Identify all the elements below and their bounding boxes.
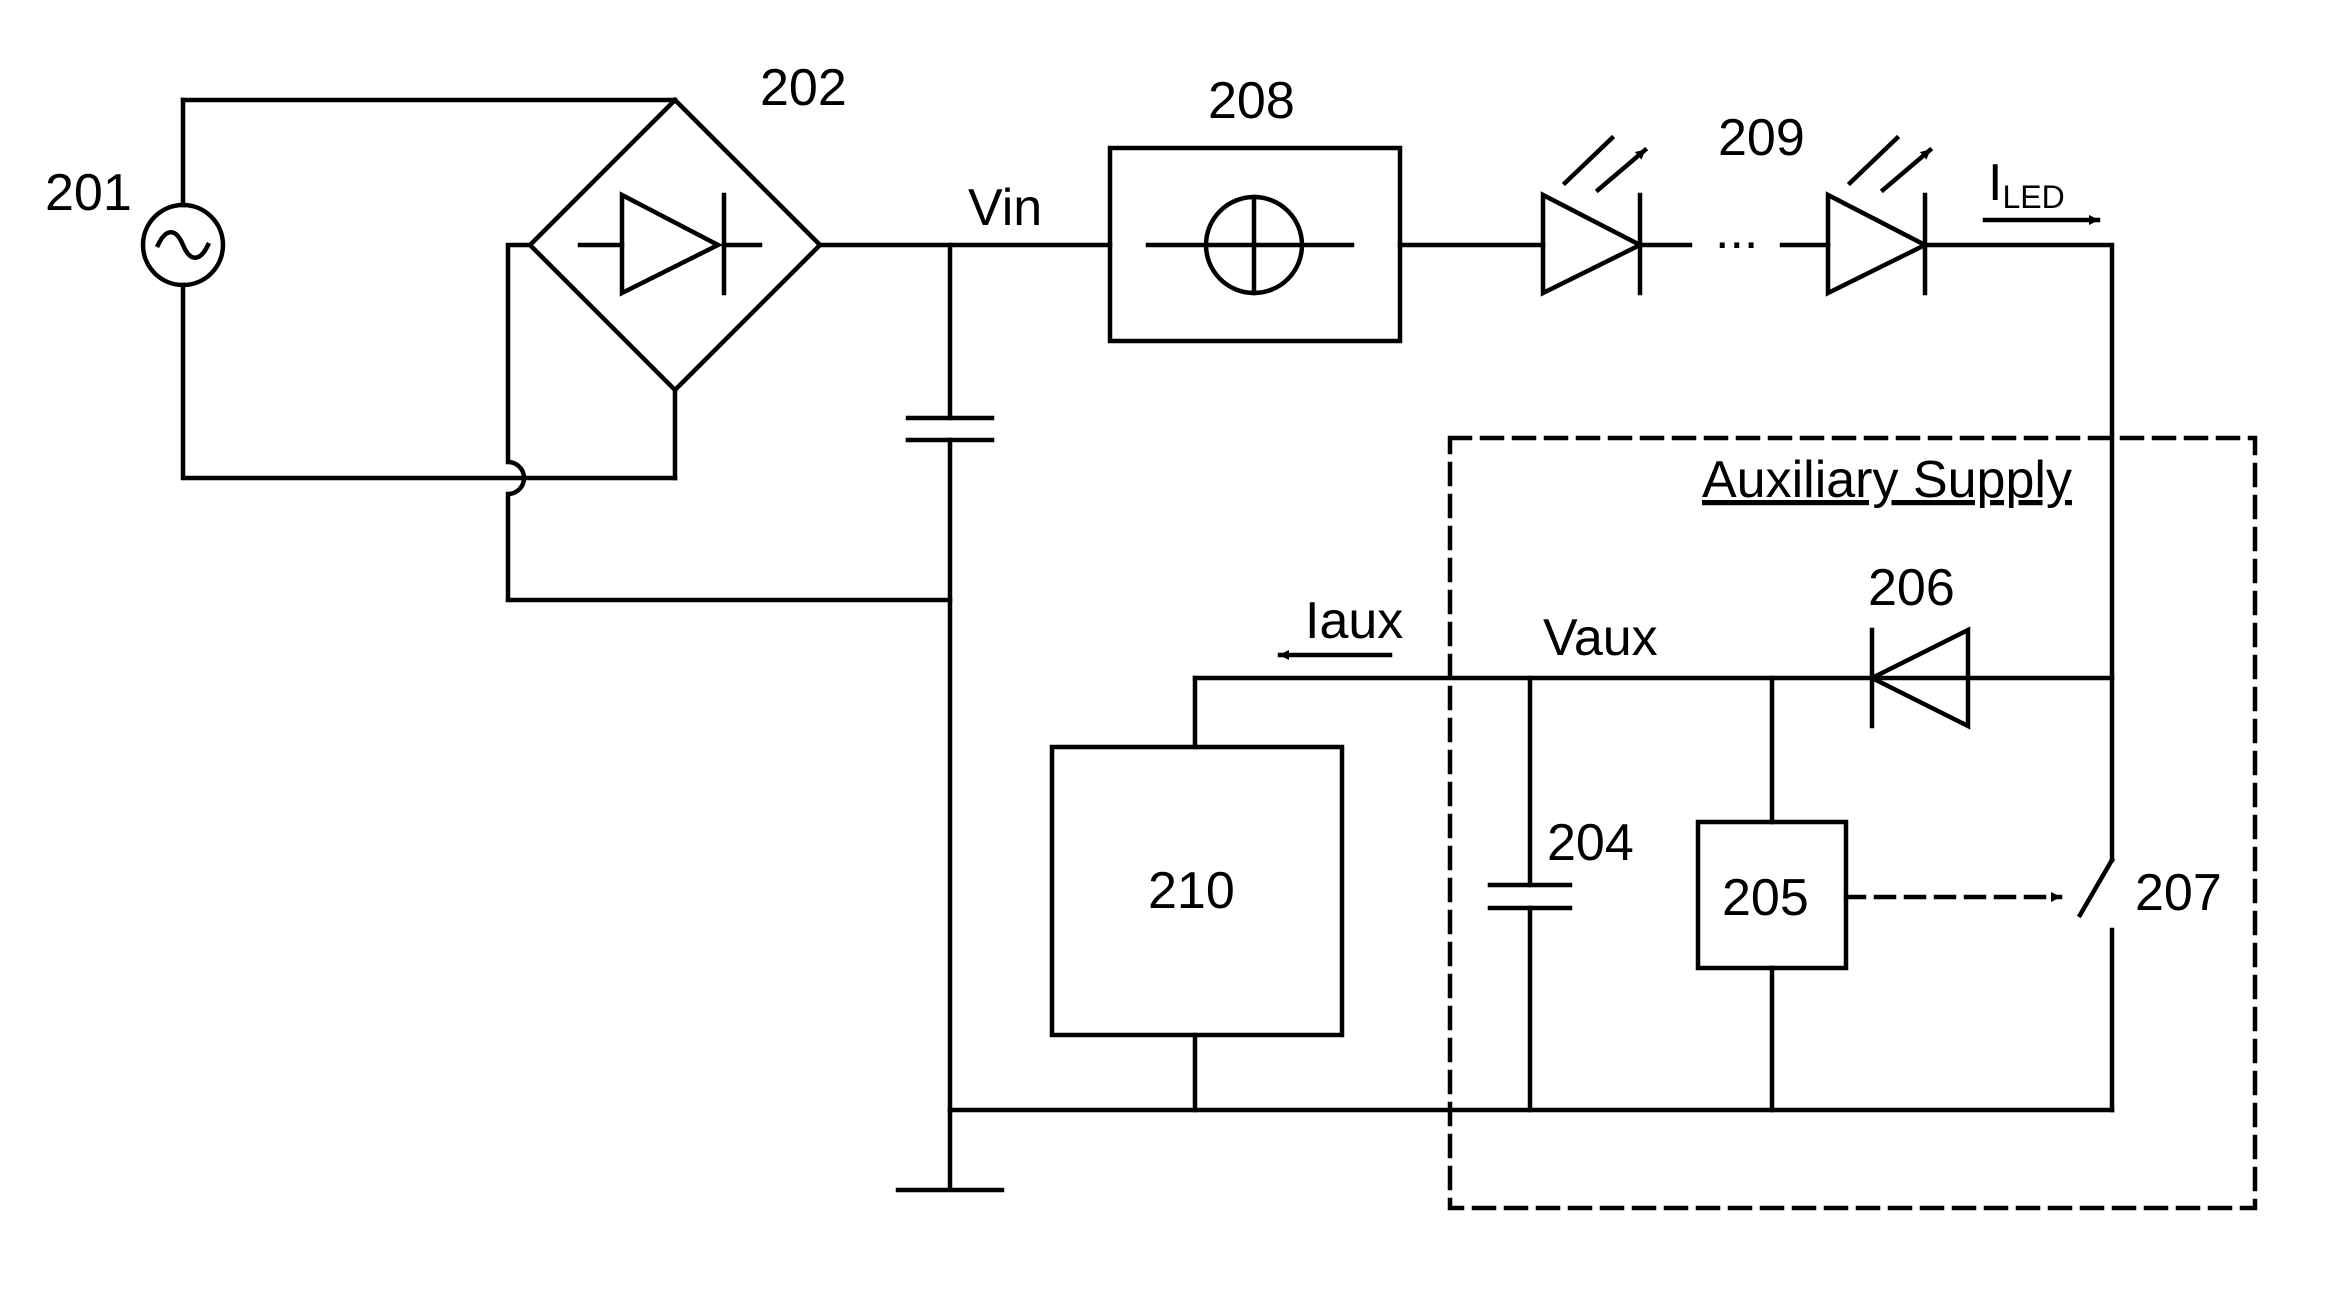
switch-207 bbox=[2080, 860, 2112, 1110]
label-201: 201 bbox=[45, 164, 132, 222]
iled-sub: LED bbox=[2002, 179, 2064, 215]
label-204: 204 bbox=[1547, 814, 1634, 872]
label-208: 208 bbox=[1208, 72, 1295, 130]
bridge-rectifier bbox=[508, 100, 950, 600]
label-209: 209 bbox=[1718, 109, 1805, 167]
label-205: 205 bbox=[1722, 869, 1809, 927]
capacitor-204 bbox=[1490, 678, 1570, 1110]
label-iaux: Iaux bbox=[1305, 592, 1403, 650]
label-ellipsis: ... bbox=[1715, 202, 1758, 260]
current-source-208 bbox=[1110, 148, 1543, 341]
label-210: 210 bbox=[1148, 862, 1235, 920]
label-vaux: Vaux bbox=[1543, 609, 1658, 667]
label-aux-supply: Auxiliary Supply bbox=[1702, 451, 2072, 509]
label-206: 206 bbox=[1868, 559, 1955, 617]
label-207: 207 bbox=[2135, 864, 2222, 922]
label-iled: ILED bbox=[1988, 154, 2065, 215]
label-202: 202 bbox=[760, 59, 847, 117]
ac-source bbox=[143, 100, 675, 478]
iled-main: I bbox=[1988, 154, 2002, 212]
label-vin: Vin bbox=[968, 179, 1042, 237]
vin-rail bbox=[820, 245, 2112, 1190]
